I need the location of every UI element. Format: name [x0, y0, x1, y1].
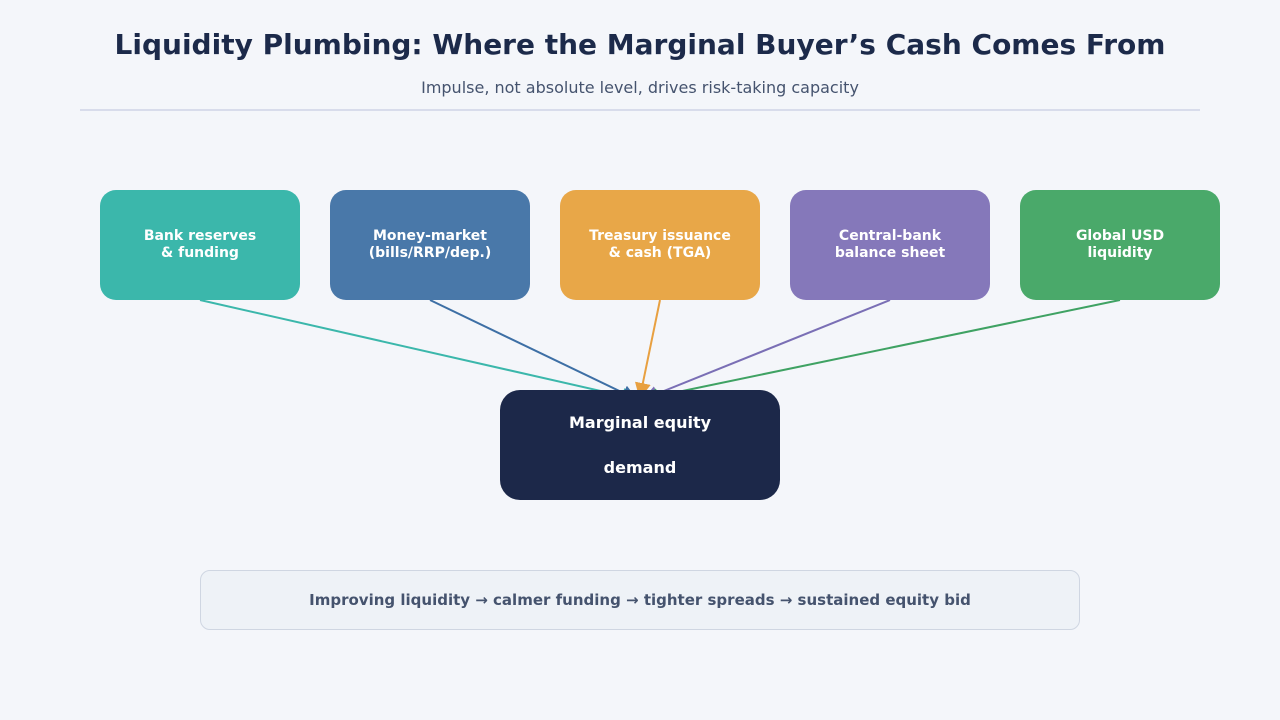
page-title: Liquidity Plumbing: Where the Marginal B…: [114, 28, 1166, 61]
source-money-market: Money-market (bills/RRP/dep.): [330, 190, 530, 300]
arrow-global-usd: [642, 299, 1121, 404]
footer-summary: Improving liquidity → calmer funding → t…: [200, 570, 1080, 630]
arrow-bank-reserves: [199, 299, 638, 404]
source-bank-reserves: Bank reserves & funding: [100, 190, 300, 300]
source-central-bank: Central-bank balance sheet: [790, 190, 990, 300]
arrow-treasury: [634, 299, 661, 399]
source-global-usd: Global USD liquidity: [1020, 190, 1220, 300]
target-marginal-equity-demand: Marginal equity demand: [500, 390, 780, 500]
source-treasury: Treasury issuance & cash (TGA): [560, 190, 760, 300]
page-subtitle: Impulse, not absolute level, drives risk…: [421, 78, 859, 97]
arrow-money-market: [429, 299, 638, 401]
title-divider: [80, 109, 1200, 111]
arrow-central-bank: [642, 299, 891, 402]
